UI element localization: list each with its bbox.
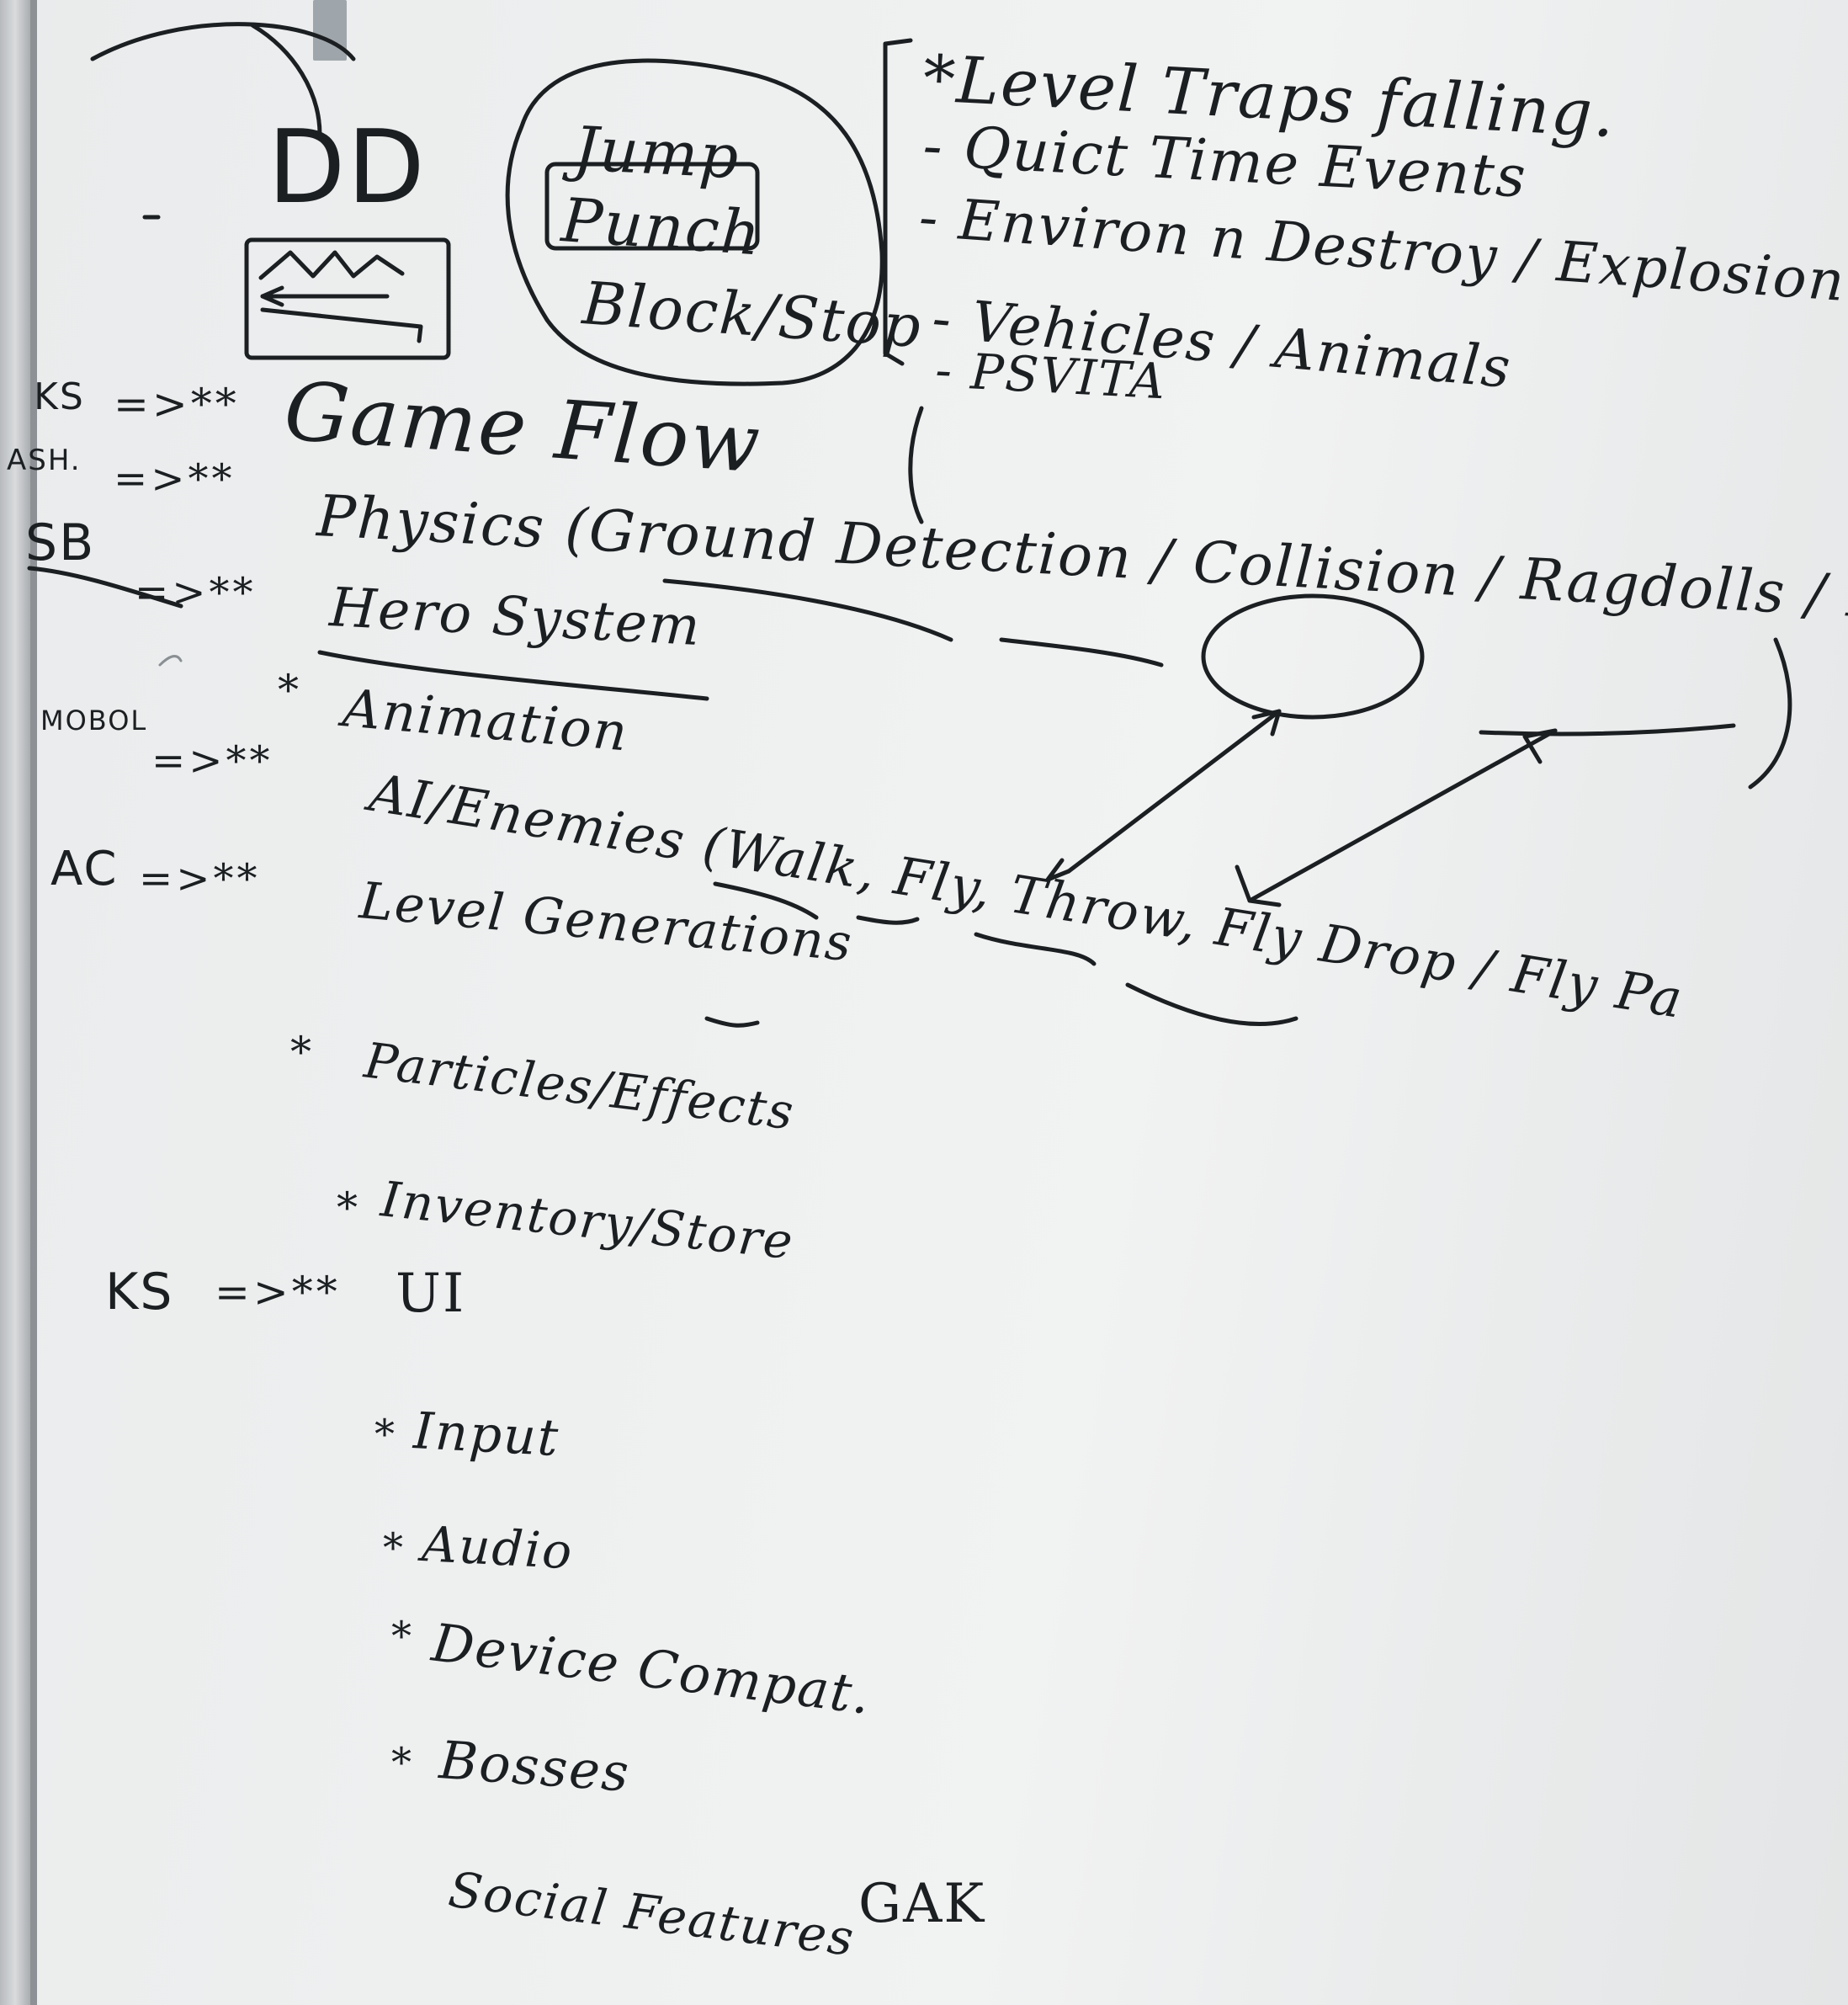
ground-underline	[662, 578, 953, 642]
walk-underline	[713, 881, 819, 920]
owner-ash: ASH.	[7, 444, 82, 477]
marker-ui: =>**	[215, 1268, 341, 1316]
sb-strike	[27, 566, 183, 609]
marker-input: *	[374, 1411, 398, 1458]
arrow-ragdolls-head	[1251, 709, 1282, 737]
owner-ac: AC	[50, 842, 119, 896]
explosion-underline	[1479, 723, 1736, 737]
arrow-drop-head	[1235, 864, 1282, 907]
top-arc-stroke	[90, 22, 356, 61]
punch-box	[544, 162, 760, 251]
arrow-ragdolls-fly	[1066, 709, 1282, 874]
collision-underline	[999, 637, 1164, 667]
throw-underline	[974, 932, 1097, 966]
sketch-mountains	[258, 250, 405, 280]
paren-stroke	[908, 406, 924, 524]
marker-device: *	[391, 1613, 415, 1660]
fly-underline	[856, 915, 920, 925]
board-clip	[313, 0, 347, 61]
sketch-arrow-head	[260, 285, 284, 307]
owner-ks-ui: KS	[105, 1263, 174, 1322]
marker-levelgen: =>**	[139, 855, 261, 902]
sketch-arrow-2	[260, 307, 423, 343]
task-input: Input	[412, 1401, 561, 1469]
marker-inventory: *	[337, 1183, 361, 1232]
owner-ks-gameflow: KS	[34, 375, 85, 418]
bubble-word-punch: Punch	[559, 184, 764, 269]
marker-gameflow: =>**	[114, 380, 240, 428]
marker-physics: =>**	[114, 455, 236, 503]
marker-audio: *	[383, 1524, 406, 1572]
marker-particles: *	[290, 1028, 315, 1077]
marker-hero: =>**	[135, 569, 257, 616]
flydrop-underline	[1125, 982, 1298, 1026]
marker-ai: =>**	[151, 737, 273, 784]
tail-note: GAK	[858, 1873, 986, 1935]
arrow-fly-head	[1045, 858, 1071, 882]
arrow-explosion-head	[1522, 728, 1558, 764]
ragdolls-circle	[1201, 593, 1425, 720]
task-ui: UI	[396, 1263, 466, 1325]
owner-mobol: MOBOL	[40, 705, 148, 737]
hero-underline	[317, 650, 709, 701]
owner-sb: SB	[25, 513, 96, 572]
whiteboard-frame	[0, 0, 34, 2005]
task-audio: Audio	[420, 1515, 575, 1581]
features-bracket	[883, 38, 913, 366]
marker-animation: *	[278, 666, 302, 715]
levelgen-underline	[704, 1016, 760, 1028]
physics-close-paren	[1748, 637, 1792, 790]
logo-text: DD	[268, 109, 427, 226]
marker-bosses: *	[391, 1739, 415, 1786]
task-bosses: Bosses	[437, 1729, 633, 1804]
connector-arc	[250, 23, 322, 137]
arrow-explosion-drop	[1247, 728, 1558, 903]
whiteboard-rail	[30, 0, 37, 2005]
feature-psvita: - PSVITA	[933, 341, 1168, 411]
sketch-box	[244, 237, 451, 360]
bubble-word-jump: Jump	[571, 113, 742, 193]
action-bubble	[505, 58, 884, 386]
smudge-mark	[158, 655, 183, 667]
